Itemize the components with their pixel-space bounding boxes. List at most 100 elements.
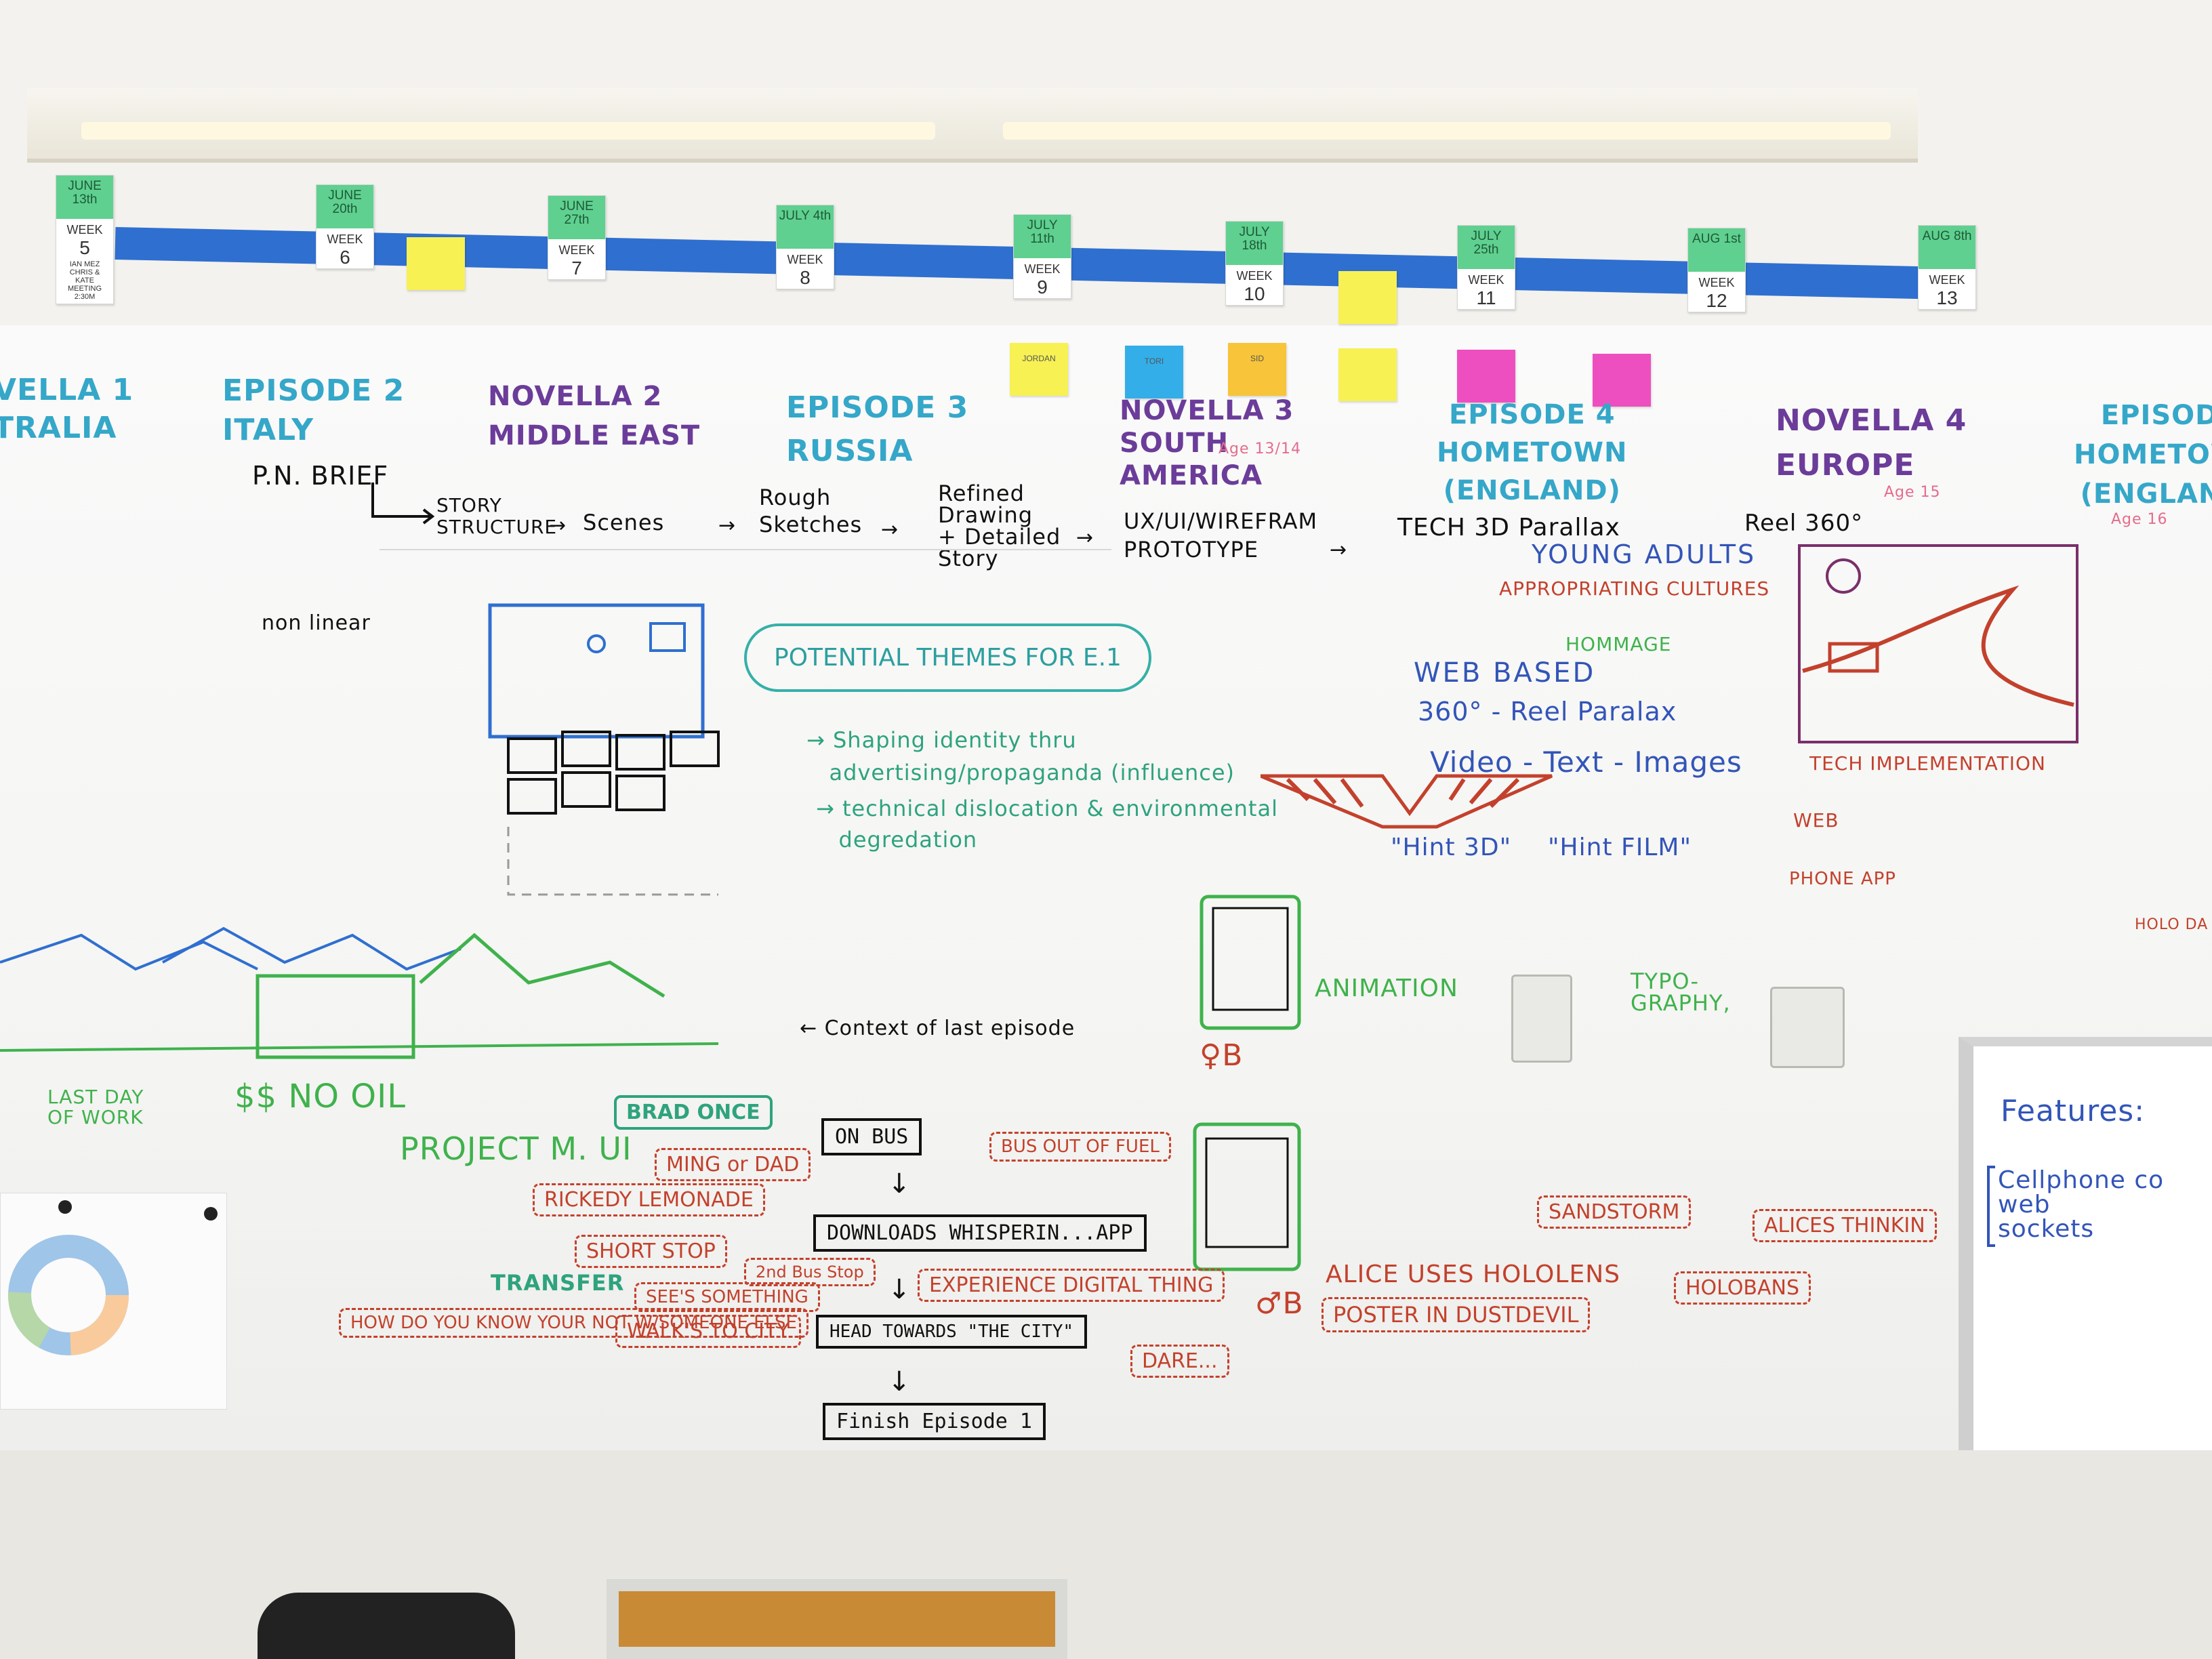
non-linear: non linear xyxy=(262,611,371,635)
flow-finish: Finish Episode 1 xyxy=(823,1403,1046,1440)
building-sketch xyxy=(507,731,720,896)
week-label: WEEK xyxy=(327,232,363,246)
note-dare: DARE... xyxy=(1130,1345,1229,1378)
last-day-label: LAST DAY OF WORK xyxy=(47,1086,144,1128)
week-note: JULY 11th WEEK 9 xyxy=(1013,214,1071,299)
week-label: WEEK xyxy=(1929,273,1965,287)
sticky-note xyxy=(1593,354,1651,407)
week-date: AUG 1st xyxy=(1688,228,1745,272)
alice-hololens: ALICE USES HOLOLENS xyxy=(1326,1261,1620,1288)
week-number: 6 xyxy=(340,247,350,268)
arrow-icon: ↓ xyxy=(888,1168,912,1200)
week-date: JULY 18th xyxy=(1226,222,1283,265)
sticky-note: JORDAN xyxy=(1010,343,1068,396)
note-walks: WALK'S TO CITY xyxy=(615,1315,801,1348)
project-m-label: PROJECT M. UI xyxy=(400,1130,632,1167)
color-wheel-poster xyxy=(0,1193,227,1410)
context-label: ← Context of last episode xyxy=(800,1017,1076,1040)
week-label: WEEK xyxy=(1236,269,1273,283)
note-short-stop: SHORT STOP xyxy=(575,1235,727,1268)
week-date: AUG 8th xyxy=(1919,226,1975,269)
arrow-icon: → xyxy=(718,514,737,537)
brad-once: BRAD ONCE xyxy=(614,1095,773,1130)
theme-item: → Shaping identity thru advertising/prop… xyxy=(806,727,1235,785)
corkboard xyxy=(607,1579,1067,1659)
note-poster: POSTER IN DUSTDEVIL xyxy=(1322,1297,1591,1332)
backpack xyxy=(258,1593,515,1659)
reel-parallax: 360° - Reel Paralax xyxy=(1418,697,1677,726)
wireframe-sketch xyxy=(488,603,705,739)
arrow-icon: → xyxy=(549,514,567,537)
week-label: WEEK xyxy=(787,253,823,266)
arrow-icon: → xyxy=(881,518,899,541)
note-second-bus: 2nd Bus Stop xyxy=(744,1258,876,1286)
skyline-sketch xyxy=(0,926,718,1059)
phone-app: PHONE APP xyxy=(1789,869,1896,889)
whiteboard xyxy=(0,325,2212,1450)
reel-360: Reel 360° xyxy=(1744,510,1864,537)
brief-label: P.N. BRIEF xyxy=(252,461,389,491)
week-date: JUNE 27th xyxy=(548,196,605,239)
week-note: JULY 25th WEEK 11 xyxy=(1457,225,1515,310)
features-title: Features: xyxy=(2001,1094,2146,1128)
features-item: Cellphone co web sockets xyxy=(1998,1166,2165,1243)
note-alices-thinking: ALICES THINKIN xyxy=(1753,1209,1937,1242)
sticky-note xyxy=(407,237,465,290)
note-ming: MING or DAD xyxy=(655,1148,811,1181)
theme-item: → technical dislocation & environmental … xyxy=(816,796,1278,853)
light-switch[interactable] xyxy=(1770,987,1845,1068)
week-label: WEEK xyxy=(558,243,595,257)
episode-age: Age 15 xyxy=(1884,484,1941,501)
arrow-icon: → xyxy=(1076,526,1094,550)
week-date: JULY 25th xyxy=(1458,226,1515,269)
week-note: JULY 4th WEEK 8 xyxy=(776,205,834,289)
color-wheel-icon xyxy=(8,1200,218,1355)
week-date: JUNE 13th xyxy=(56,176,113,219)
appropriating-cultures: APPROPRIATING CULTURES xyxy=(1499,577,1770,600)
scenes-label: Scenes xyxy=(583,510,665,535)
sticky-note: TORI xyxy=(1125,346,1183,398)
hommage: HOMMAGE xyxy=(1565,633,1672,655)
ux-prototype: UX/UI/WIREFRAM PROTOTYPE xyxy=(1124,508,1318,562)
tech-implementation: TECH IMPLEMENTATION xyxy=(1809,752,2046,775)
week-number: 10 xyxy=(1244,283,1265,304)
checkered-sketch xyxy=(1261,774,1553,829)
week-number: 13 xyxy=(1936,287,1958,308)
keypad[interactable] xyxy=(1511,975,1572,1063)
arrow-icon: → xyxy=(1330,538,1348,562)
week-number: 12 xyxy=(1706,290,1727,311)
web-based: WEB BASED xyxy=(1414,657,1596,689)
episode-age: Age 16 xyxy=(2111,511,2168,528)
male-b-label: ♂B xyxy=(1255,1286,1304,1321)
flow-downloads: DOWNLOADS WHISPERIN...APP xyxy=(813,1214,1147,1252)
week-note: JUNE 13th WEEK 5 IAN MEZ CHRIS & KATE ME… xyxy=(56,175,114,304)
arrow-icon: ↓ xyxy=(888,1274,912,1305)
hint-3d: "Hint 3D" xyxy=(1391,834,1512,861)
week-note: JUNE 27th WEEK 7 xyxy=(548,195,606,280)
episode-title: EPISODEHOMETOWN(ENGLAND) xyxy=(2074,400,2212,510)
note-holobans: HOLOBANS xyxy=(1674,1271,1811,1305)
phone-sketch xyxy=(1200,895,1301,1030)
no-oil-label: $$ NO OIL xyxy=(234,1078,406,1115)
week-date: JULY 11th xyxy=(1014,215,1071,258)
flow-on-bus: ON BUS xyxy=(821,1118,922,1155)
features-bracket xyxy=(1987,1166,1995,1247)
sticky-note xyxy=(1457,350,1515,403)
divider-line xyxy=(380,549,1111,550)
episode-age: Age 13/14 xyxy=(1218,441,1301,457)
week-number: 5 xyxy=(79,237,90,258)
week-label: WEEK xyxy=(66,223,103,237)
video-text-images: Video - Text - Images xyxy=(1430,745,1742,779)
note-how-do: HOW DO YOU KNOW YOUR NOT W/SOMEONE ELSE xyxy=(339,1308,808,1338)
arrow-icon: ↓ xyxy=(888,1366,912,1397)
rough-sketches: Rough Sketches xyxy=(759,485,863,537)
sticky-note: SID xyxy=(1228,343,1286,396)
week-number: 9 xyxy=(1037,276,1048,298)
note-sandstorm: SANDSTORM xyxy=(1537,1195,1692,1229)
